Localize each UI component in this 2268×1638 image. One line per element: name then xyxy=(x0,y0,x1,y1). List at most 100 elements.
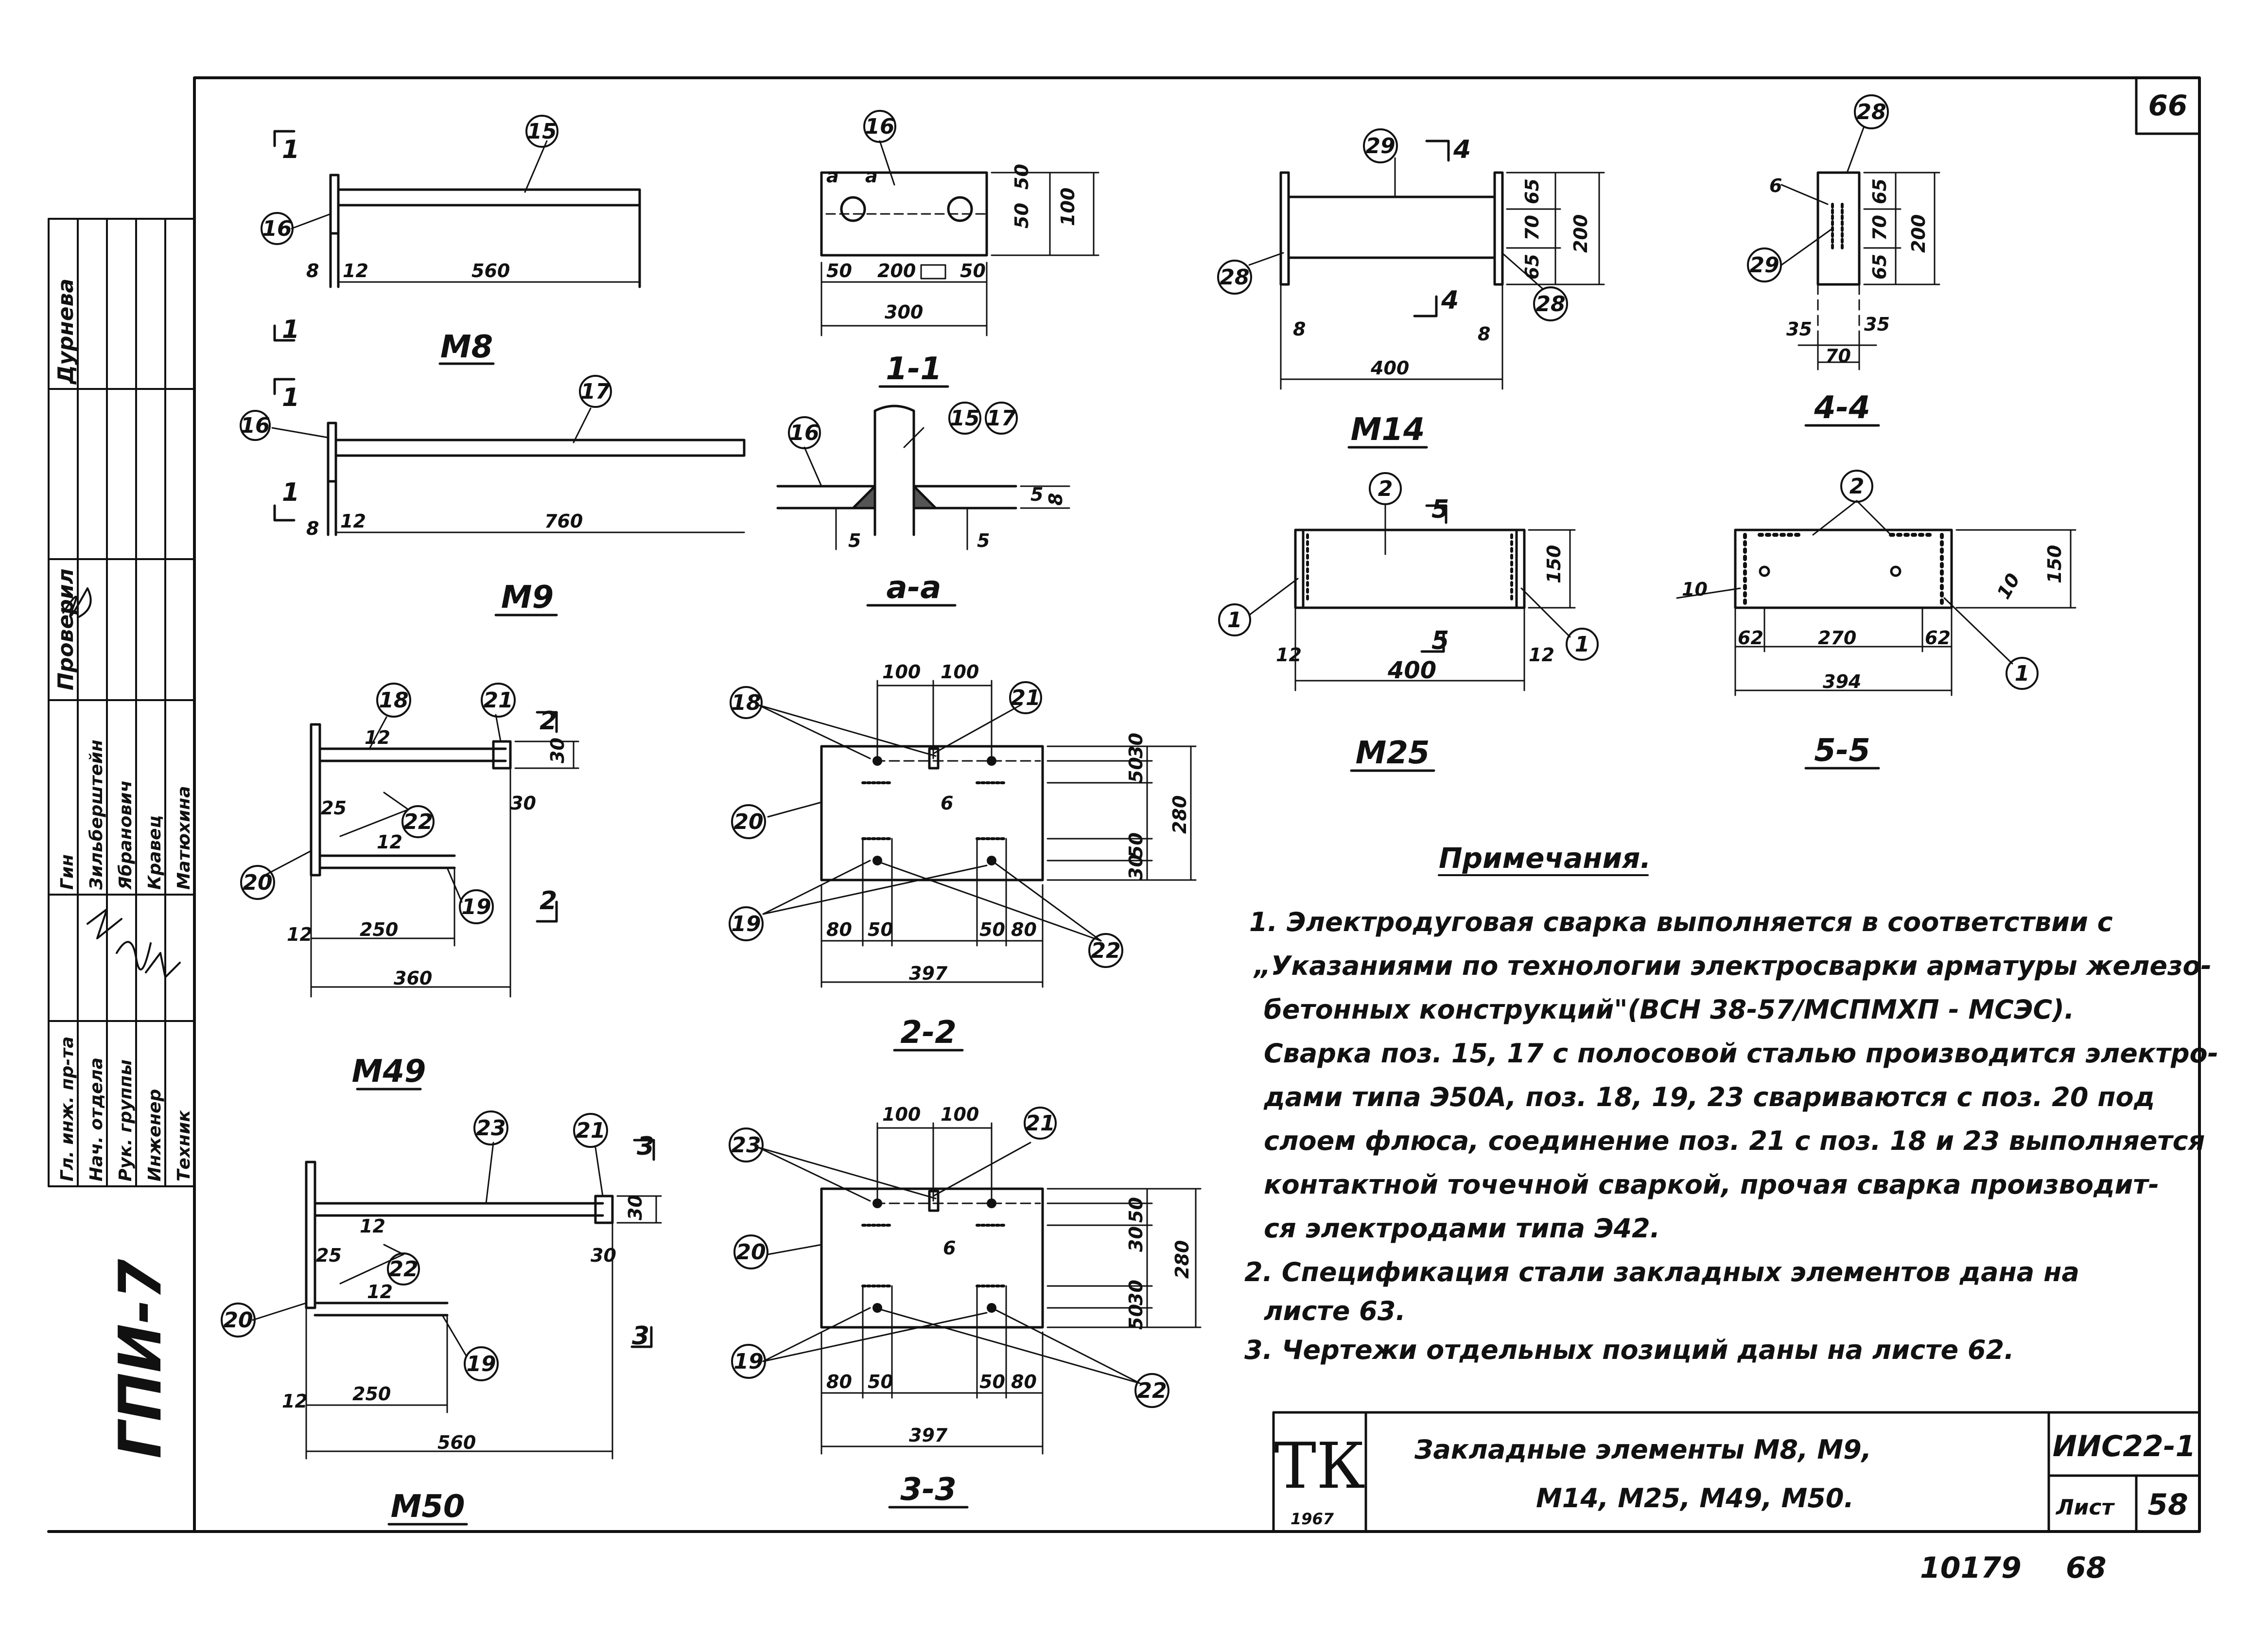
stamp-role-2: Нач. отдела xyxy=(87,1057,106,1181)
title-year: 1967 xyxy=(1291,1510,1334,1528)
s55-dim: 270 xyxy=(1818,627,1856,649)
s55-dim: 10 xyxy=(1682,579,1708,600)
m49-pos: 20 xyxy=(243,870,272,895)
m8-pos-bar: 15 xyxy=(527,119,557,144)
s11-dim: 50 xyxy=(960,260,986,282)
m50-dim: 12 xyxy=(282,1391,308,1412)
m8-pos-plate: 16 xyxy=(262,216,292,241)
view-m8: 15 16 8 12 560 1 1 М8 xyxy=(261,115,641,365)
side-org-label: ГПИ-7 xyxy=(107,1259,174,1459)
stamp-name-2: Зильберштейн xyxy=(87,740,106,890)
note-line: 3. Чертежи отдельных позиций даны на лис… xyxy=(1244,1335,2014,1365)
m14-dim: 65 xyxy=(1521,254,1543,280)
s33-dim: 50 xyxy=(1125,1304,1147,1330)
view-m50: 23 21 22 20 19 12 25 12 30 30 12 250 560… xyxy=(221,1110,662,1526)
s33-pos: 23 xyxy=(731,1133,761,1158)
m50-label: М50 xyxy=(391,1489,465,1525)
s22-pos: 21 xyxy=(1011,686,1040,710)
stamp-name-3: Ябранович xyxy=(116,780,136,890)
s11-dim: 300 xyxy=(885,301,923,323)
m49-cut-mark: 2 xyxy=(540,886,557,916)
m50-cut-mark: 3 xyxy=(637,1132,654,1161)
stamp-checked-label: Проверил xyxy=(53,568,78,690)
bottom-archive-number: 10179 xyxy=(1920,1551,2022,1585)
s33-dim: 397 xyxy=(909,1425,948,1446)
s22-dim: 50 xyxy=(979,919,1005,940)
m14-cut-mark: 4 xyxy=(1453,135,1471,164)
m14-dim: 65 xyxy=(1521,178,1543,204)
stamp-name-5: Матюхина xyxy=(174,786,194,890)
m49-cut-mark: 2 xyxy=(540,706,557,736)
m25-dim: 12 xyxy=(1529,644,1554,666)
m50-dim: 250 xyxy=(352,1383,391,1405)
m25-pos-side: 1 xyxy=(1575,632,1590,657)
s11-mark: a xyxy=(826,165,839,187)
m49-dim: 30 xyxy=(547,738,568,763)
s33-pos: 19 xyxy=(733,1349,763,1374)
m49-pos: 21 xyxy=(483,688,513,713)
aa-dim: 5 xyxy=(1030,484,1043,505)
aa-dim: 5 xyxy=(848,530,861,551)
view-m25: 2 1 1 12 400 12 150 5 5 М25 xyxy=(1218,472,1599,772)
aa-pos-bar: 17 xyxy=(986,406,1016,431)
s22-dim: 100 xyxy=(882,661,921,683)
m14-pos-plate: 28 xyxy=(1220,265,1249,290)
s55-dim: 62 xyxy=(1738,627,1763,649)
m25-dim: 12 xyxy=(1276,644,1302,666)
m25-pos-side: 1 xyxy=(1227,608,1242,633)
s11-dim: 50 xyxy=(826,260,852,282)
s11-dim: 50 xyxy=(1011,164,1032,190)
aa-dim: 5 xyxy=(977,530,990,551)
m49-dim: 30 xyxy=(510,793,536,814)
tk-logo: ТК xyxy=(1274,1429,1365,1503)
title-series: ИИС22-1 xyxy=(2053,1429,2196,1463)
m50-dim: 25 xyxy=(316,1245,342,1266)
view-m14: 29 28 28 8 400 8 65 70 65 200 4 4 М14 xyxy=(1217,128,1605,449)
s33-dim: 100 xyxy=(882,1104,921,1125)
corner-sheet-number: 66 xyxy=(2148,89,2188,122)
m50-dim: 560 xyxy=(437,1432,476,1453)
note-line: Сварка поз. 15, 17 с полосовой сталью пр… xyxy=(1264,1038,2218,1069)
s55-dim: 62 xyxy=(1925,627,1951,649)
m50-pos: 19 xyxy=(466,1352,496,1376)
m49-dim: 12 xyxy=(287,924,313,945)
s44-dim: 65 xyxy=(1869,178,1890,204)
m14-dim: 200 xyxy=(1570,214,1591,253)
s55-dim: 150 xyxy=(2044,545,2065,583)
m49-pos: 19 xyxy=(461,895,491,919)
sheet-frame xyxy=(47,76,2201,1533)
stamp-role-1: Гл. инж. пр-та xyxy=(57,1037,77,1181)
s55-label: 5-5 xyxy=(1814,733,1870,769)
view-m49: 18 21 22 20 19 12 25 12 30 30 12 250 360… xyxy=(240,683,579,1091)
s44-dim: 35 xyxy=(1864,314,1890,335)
s33-dim: 50 xyxy=(868,1371,893,1392)
m49-dim: 360 xyxy=(394,968,432,989)
s22-dim: 80 xyxy=(826,919,852,940)
s55-pos-side: 1 xyxy=(2015,661,2030,686)
m14-label: М14 xyxy=(1351,412,1425,448)
aa-pos-plate: 16 xyxy=(789,421,819,445)
s33-pos: 20 xyxy=(736,1240,766,1265)
bottom-page-number: 68 xyxy=(2066,1551,2107,1585)
note-line: дами типа Э50А, поз. 18, 19, 23 свариваю… xyxy=(1263,1082,2155,1112)
m49-dim: 25 xyxy=(321,797,347,819)
m8-label: М8 xyxy=(440,329,493,365)
m14-pos-plate: 28 xyxy=(1535,292,1565,317)
corner-box: 66 xyxy=(2135,76,2201,135)
m9-pos-plate: 16 xyxy=(240,413,270,438)
s33-dim: 50 xyxy=(1125,1197,1147,1223)
s44-dim: 35 xyxy=(1786,318,1812,340)
s44-dim: 70 xyxy=(1869,215,1890,241)
s44-pos-plate: 28 xyxy=(1856,100,1886,124)
s55-dim: 10 xyxy=(1993,570,2024,603)
m50-pos: 21 xyxy=(576,1118,605,1143)
stamp-role-3: Рук. группы xyxy=(116,1059,136,1181)
s22-pos: 18 xyxy=(731,690,761,715)
view-section-3-3: 23 21 20 19 22 100 100 6 80 50 50 80 397… xyxy=(729,1104,1202,1509)
s22-dim: 6 xyxy=(941,793,953,814)
notes-title: Примечания. xyxy=(1439,842,1651,875)
note-line: бетонных конструкций"(ВСН 38-57/МСПМХП -… xyxy=(1264,994,2074,1025)
title-sheet-label: Лист xyxy=(2055,1495,2115,1520)
s44-dim: 6 xyxy=(1769,175,1782,196)
s44-pos-bar: 29 xyxy=(1749,253,1779,278)
